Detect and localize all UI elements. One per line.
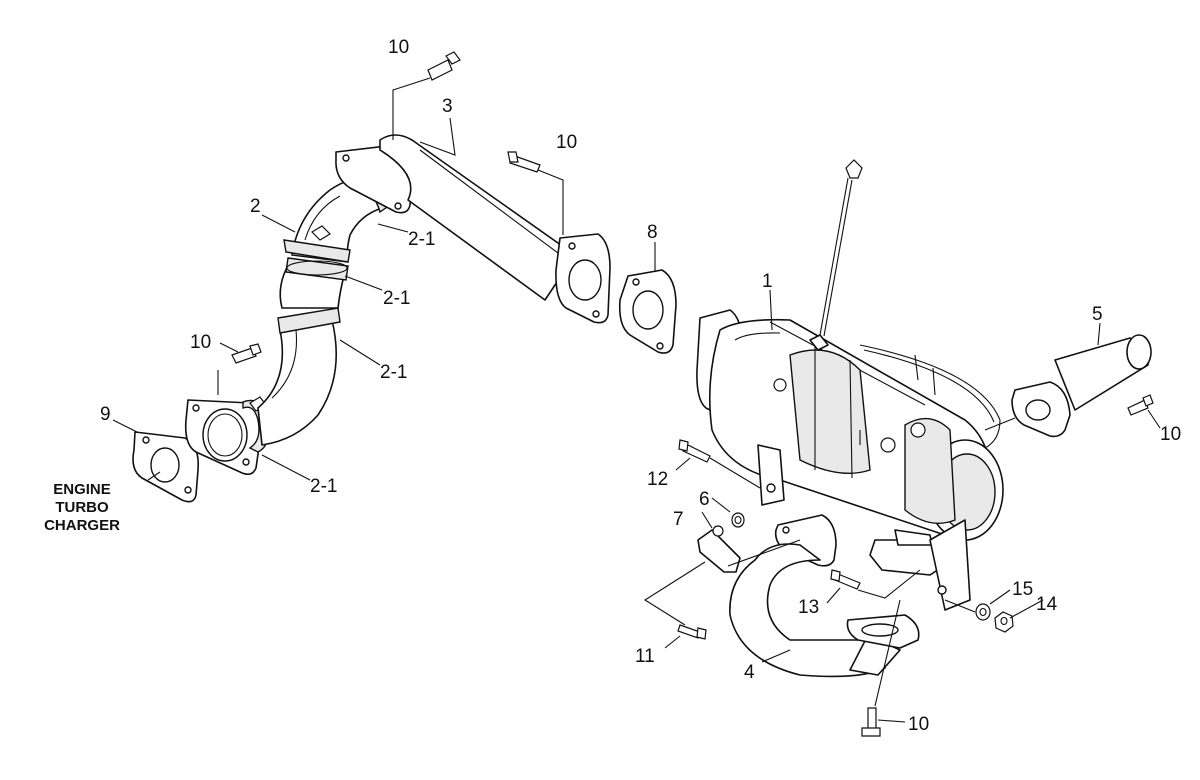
part-6-nut (731, 512, 745, 528)
engine-turbo-note: ENGINE TURBO CHARGER (44, 481, 120, 534)
callout-9: 9 (100, 404, 111, 425)
callout-10-mid: 10 (556, 132, 577, 153)
callout-11: 11 (635, 646, 655, 667)
callout-10-right: 10 (1160, 424, 1181, 445)
callout-labels: 10 3 10 8 1 5 10 2 2-1 2-1 2-1 2-1 10 9 … (100, 37, 1181, 735)
bolt-10-mid (507, 151, 541, 173)
part-2-pipe (257, 176, 391, 446)
callout-3: 3 (442, 96, 453, 117)
callout-14: 14 (1036, 594, 1058, 615)
bolt-10-left (231, 343, 262, 364)
callout-10-bottom: 10 (908, 714, 929, 735)
bolt-10-top (427, 51, 461, 81)
bolt-13 (830, 569, 861, 590)
bolt-10-right (1127, 394, 1154, 416)
part-8-gasket (618, 269, 677, 354)
callout-10-top: 10 (388, 37, 409, 58)
part-1-converter (696, 159, 1004, 611)
callout-15: 15 (1012, 579, 1033, 600)
bolt-12 (678, 439, 711, 463)
part-2-lower-flange (184, 399, 262, 476)
callout-2: 2 (250, 196, 261, 217)
callout-5: 5 (1092, 304, 1103, 325)
callout-12: 12 (647, 469, 668, 490)
leader-lines (112, 77, 1161, 723)
callout-13: 13 (798, 597, 819, 618)
note-line-turbo: TURBO (55, 499, 109, 516)
bolt-10-bottom (861, 707, 881, 737)
callout-2-1-c: 2-1 (380, 362, 407, 383)
part-7-bracket (697, 525, 741, 573)
callout-7: 7 (673, 509, 684, 530)
callout-1: 1 (762, 271, 773, 292)
callout-6: 6 (699, 489, 710, 510)
bolt-11 (677, 624, 707, 640)
part-3-pipe (335, 134, 611, 324)
callout-2-1-d: 2-1 (310, 476, 337, 497)
callout-2-1-b: 2-1 (383, 288, 410, 309)
part-9-gasket (132, 431, 200, 503)
note-line-engine: ENGINE (53, 481, 111, 498)
part-15-washer (975, 603, 991, 621)
callout-8: 8 (647, 222, 658, 243)
part-14-nut (994, 611, 1014, 633)
callout-10-left: 10 (190, 332, 211, 353)
callout-2-1-a: 2-1 (408, 229, 435, 250)
callout-4: 4 (744, 662, 755, 683)
part-4-pipe (729, 514, 920, 678)
part-5-tailpipe (1011, 334, 1152, 438)
note-line-charger: CHARGER (44, 517, 120, 534)
